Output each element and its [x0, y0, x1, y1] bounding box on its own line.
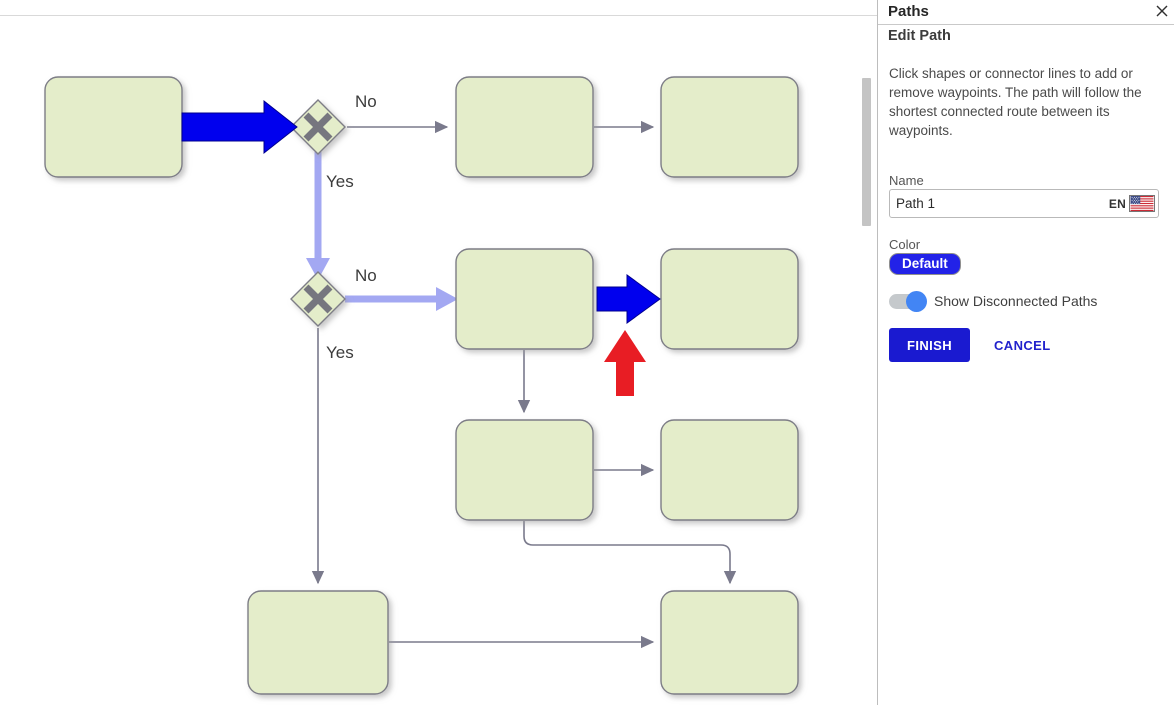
color-swatch-button[interactable]: Default: [889, 253, 961, 275]
shape-task-3[interactable]: [660, 76, 799, 178]
paths-panel: Paths Edit Path Click shapes or connecto…: [878, 0, 1174, 705]
connector-task6-to-task9[interactable]: [523, 521, 737, 585]
diagram-canvas[interactable]: No Yes No Yes: [0, 0, 878, 705]
shape-task-2[interactable]: [455, 76, 594, 178]
shape-task-6[interactable]: [455, 419, 594, 521]
shape-task-5[interactable]: [660, 248, 799, 350]
shape-gateway-2[interactable]: [290, 271, 346, 327]
panel-title: Paths: [888, 3, 929, 20]
annotation-arrow-up: [604, 330, 646, 396]
name-label: Name: [889, 173, 924, 188]
panel-header: Paths: [878, 0, 1174, 25]
gateway-x-icon: [303, 284, 333, 314]
path-segment-gateway2-to-task4-dim[interactable]: [345, 287, 458, 311]
shape-task-4[interactable]: [455, 248, 594, 350]
canvas-vertical-scrollbar[interactable]: [862, 78, 871, 226]
shape-task-7[interactable]: [660, 419, 799, 521]
show-disconnected-paths-label: Show Disconnected Paths: [934, 293, 1098, 309]
flowchart-diagram: No Yes No Yes: [44, 76, 799, 695]
name-field-wrapper[interactable]: EN: [889, 189, 1159, 218]
path-segment-task4-to-task5-selected[interactable]: [596, 274, 661, 324]
panel-body: Edit Path Click shapes or connector line…: [878, 25, 1174, 705]
shape-task-9[interactable]: [660, 590, 799, 695]
shape-task-8[interactable]: [247, 590, 389, 695]
us-flag-icon[interactable]: [1129, 195, 1155, 212]
panel-header-divider: [878, 24, 1174, 25]
cancel-button[interactable]: CANCEL: [988, 337, 1057, 354]
path-segment-gateway1-to-gateway2-dim[interactable]: [306, 152, 330, 280]
close-icon[interactable]: [1152, 1, 1172, 21]
connector-label-no-2: No: [355, 266, 377, 285]
edit-path-description: Click shapes or connector lines to add o…: [889, 66, 1142, 138]
connector-label-yes-2: Yes: [326, 343, 354, 362]
connector-label-yes-1: Yes: [326, 172, 354, 191]
name-input[interactable]: [890, 191, 1109, 216]
toggle-knob: [906, 290, 927, 312]
connector-label-no-1: No: [355, 92, 377, 111]
path-segment-task1-to-gateway1-selected[interactable]: [181, 99, 298, 155]
shape-gateway-1[interactable]: [290, 99, 346, 155]
shape-task-1[interactable]: [44, 76, 183, 178]
color-label: Color: [889, 237, 921, 252]
finish-button[interactable]: FINISH: [889, 328, 970, 362]
canvas-panel-divider: [877, 0, 878, 705]
show-disconnected-paths-row[interactable]: Show Disconnected Paths: [889, 290, 1098, 312]
edit-path-heading: Edit Path: [888, 28, 951, 44]
canvas-top-divider: [0, 15, 878, 16]
language-code-label: EN: [1108, 196, 1126, 211]
show-disconnected-paths-toggle[interactable]: [889, 290, 927, 312]
gateway-x-icon: [303, 112, 333, 142]
